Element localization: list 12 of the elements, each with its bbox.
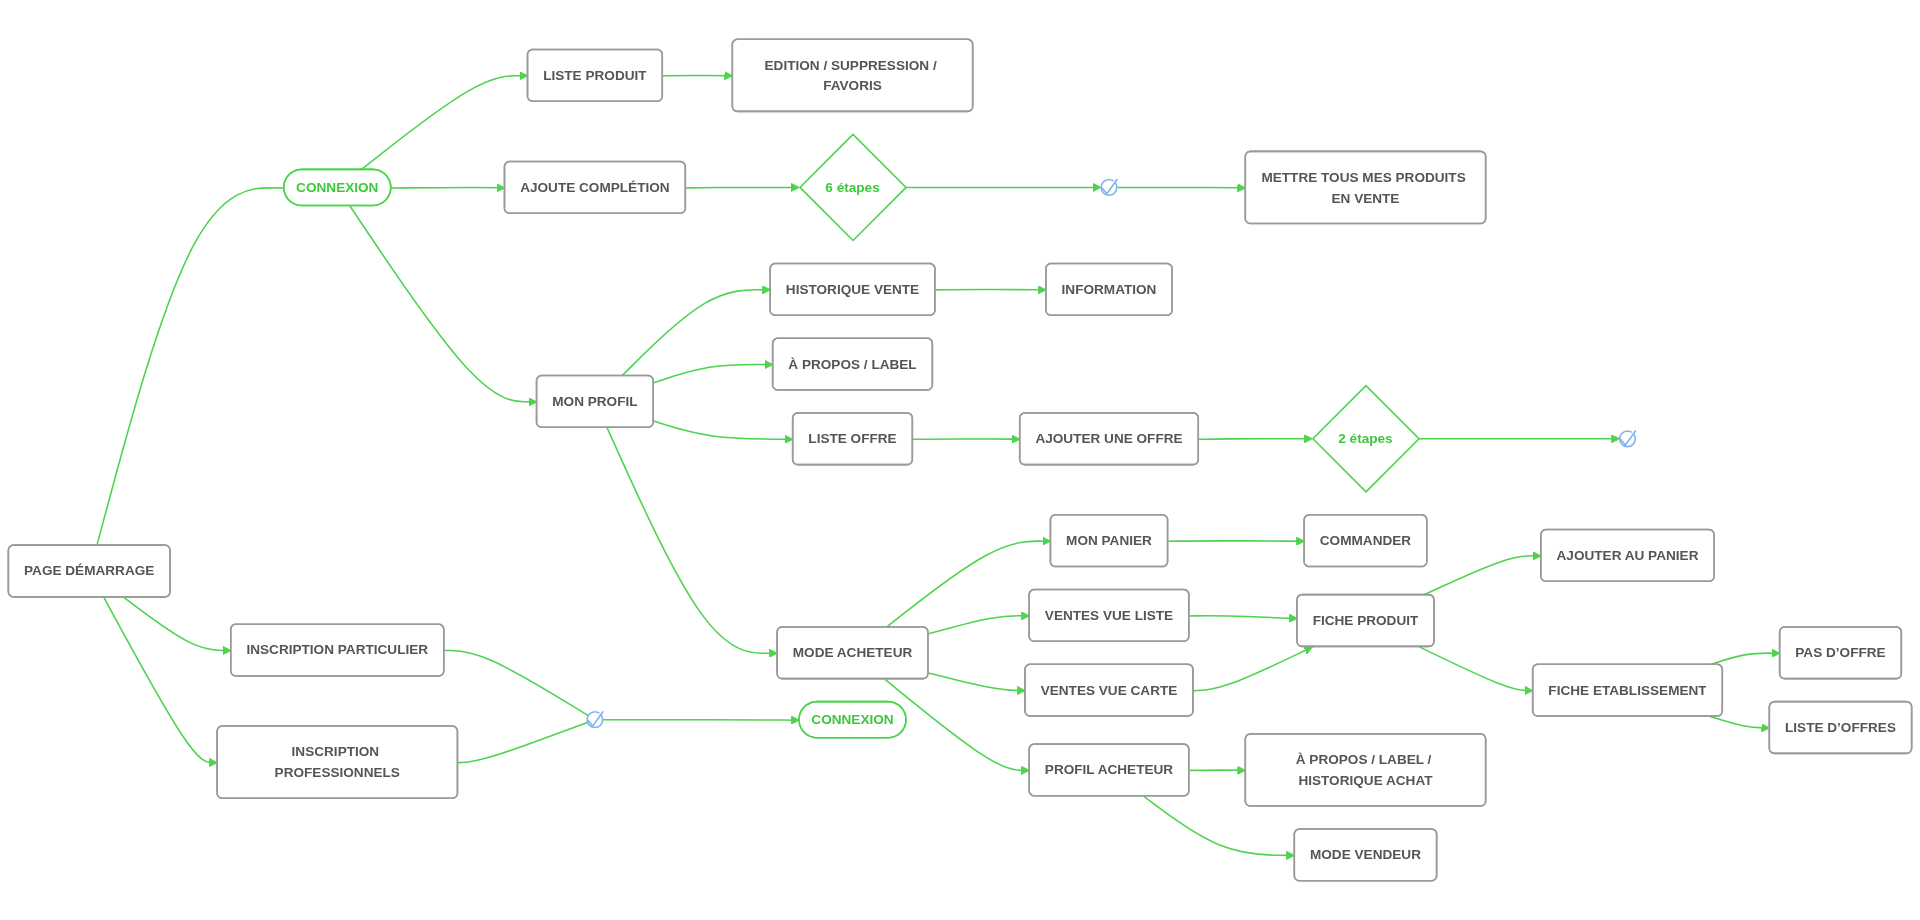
connector [457,721,589,764]
arrow [606,427,778,658]
arrow [601,715,800,725]
connector [443,649,589,717]
arrow [685,182,800,192]
node-diamond: 2 étapes [1311,384,1421,493]
node-diamond: 6 étapes [798,133,908,242]
arrow [904,182,1102,192]
arrow [1192,646,1314,692]
arrow [103,596,218,768]
arrow [1417,434,1621,444]
arrow [1198,434,1313,444]
